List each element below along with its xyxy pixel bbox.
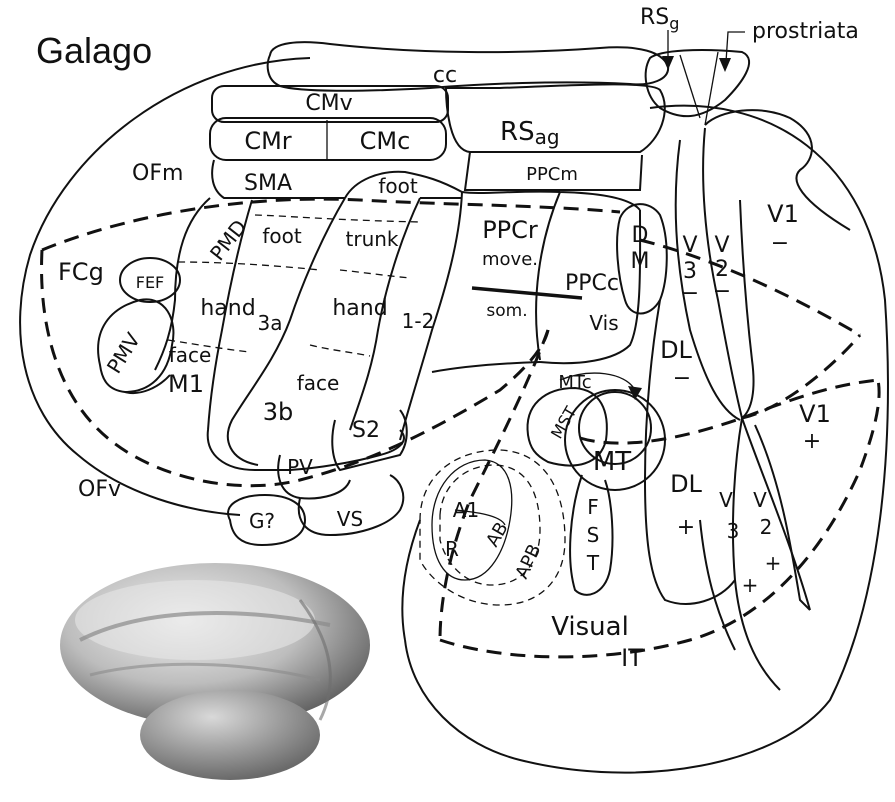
label-r: R (445, 537, 459, 561)
label-som: som. (486, 301, 527, 321)
label-cmc: CMc (360, 127, 411, 155)
label-v3-bot-n: 3 (727, 519, 740, 543)
label-dl-top-sign: − (673, 366, 691, 391)
label-mtc: MTc (558, 372, 591, 393)
label-fst-t: T (586, 551, 600, 575)
label-ppcr: PPCr (482, 216, 538, 244)
label-rsg: RSg (640, 5, 679, 33)
label-v3-top-sign: − (681, 281, 699, 306)
label-v1-top-sign: − (771, 231, 789, 256)
label-pmv: PMV (102, 328, 145, 377)
label-v2-top-v: V (714, 233, 729, 258)
label-dm-d: D (632, 223, 649, 248)
label-fef: FEF (136, 273, 165, 292)
label-ofv: OFv (78, 477, 121, 502)
label-face-left: face (169, 343, 212, 367)
label-v2-bot-n: 2 (760, 515, 773, 539)
label-it: IT (621, 644, 643, 672)
label-ofm: OFm (132, 161, 183, 186)
label-ab: AB (482, 519, 513, 551)
label-ppcc: PPCc (565, 271, 619, 296)
label-visual: Visual (551, 612, 629, 642)
label-cc: cc (433, 63, 457, 88)
label-pv: PV (287, 455, 313, 479)
label-v3-bot-v: V (719, 488, 733, 512)
brain-photo-icon (60, 563, 370, 780)
label-dl-bot: DL (670, 470, 702, 498)
label-m1: M1 (168, 370, 204, 398)
label-hand-right: hand (332, 296, 387, 321)
label-v2-bot-v: V (753, 488, 767, 512)
label-dl-bot-sign: + (677, 515, 695, 540)
label-v2-top-sign: − (713, 279, 731, 304)
label-v3-bot-sign: + (742, 573, 759, 597)
label-hand-left: hand (200, 296, 255, 321)
label-rsag: RSag (500, 117, 560, 149)
label-fcg: FCg (58, 258, 104, 286)
label-s2: S2 (352, 418, 380, 443)
label-move: move. (482, 249, 538, 270)
label-fst-f: F (587, 495, 599, 519)
label-a1: A1 (453, 498, 479, 522)
label-v3-top-v: V (682, 233, 697, 258)
label-sma: SMA (244, 171, 292, 196)
label-vis: Vis (589, 311, 618, 335)
label-apb: APB (511, 541, 545, 582)
label-v1-bot-sign: + (803, 429, 821, 454)
label-prostriata: prostriata (752, 19, 859, 44)
label-cmv: CMv (305, 91, 352, 116)
species-title: Galago (36, 30, 152, 71)
label-foot-top: foot (378, 174, 418, 198)
label-pmd: PMD (205, 215, 251, 265)
label-v1-top: V1 (767, 200, 799, 228)
label-dm-m: M (631, 249, 650, 274)
label-ppcm: PPCm (526, 164, 578, 185)
prostriata-arrow-icon (719, 58, 731, 72)
label-3b: 3b (263, 398, 294, 426)
label-trunk: trunk (346, 227, 399, 251)
label-face-right: face (297, 371, 340, 395)
label-mt: MT (593, 447, 631, 477)
label-g: G? (249, 509, 275, 533)
label-vs: VS (337, 507, 363, 531)
label-foot-mid: foot (262, 224, 302, 248)
label-3a: 3a (258, 311, 283, 335)
label-fst-s: S (587, 523, 600, 547)
rsg-arrow-icon (662, 56, 674, 70)
label-v1-bot: V1 (799, 400, 831, 428)
label-dl-top: DL (660, 336, 692, 364)
label-cmr: CMr (244, 127, 291, 155)
label-1-2: 1-2 (402, 309, 435, 333)
label-v2-bot-sign: + (765, 551, 782, 575)
